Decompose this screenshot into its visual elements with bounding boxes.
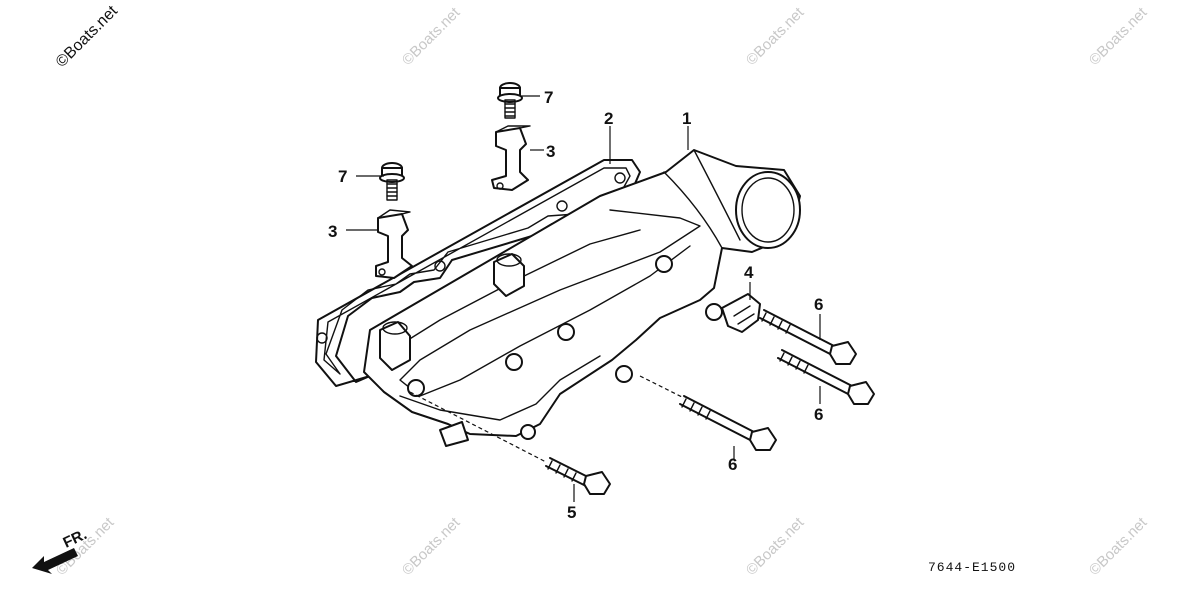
bracket-lower: [375, 209, 413, 279]
callout-6-upper: 6: [814, 295, 823, 314]
gasket: [315, 159, 641, 387]
callout-2: 2: [604, 109, 613, 128]
callout-7-upper: 7: [544, 88, 553, 107]
watermark: ©Boats.net: [743, 4, 808, 69]
manifold-cover: [363, 149, 801, 447]
leader-lines: [346, 95, 821, 502]
watermark: ©Boats.net: [743, 514, 808, 579]
callout-5: 5: [567, 503, 576, 522]
watermark: ©Boats.net: [1086, 4, 1151, 69]
watermark: ©Boats.net: [399, 4, 464, 69]
callout-4: 4: [744, 263, 754, 282]
bolt-6-right-lower: [777, 349, 875, 405]
callout-6-center: 6: [728, 455, 737, 474]
callout-3-upper: 3: [546, 142, 555, 161]
bracket-upper: [491, 125, 531, 191]
bolt-7-lower: [379, 162, 405, 201]
watermark: ©Boats.net: [399, 514, 464, 579]
bolt-6-center: [679, 395, 777, 451]
bolt-5: [545, 457, 611, 495]
watermark-corner: ©Boats.net: [53, 2, 122, 71]
bolt-7-upper: [497, 82, 523, 119]
callout-3-lower: 3: [328, 222, 337, 241]
callout-6-right: 6: [814, 405, 823, 424]
bolt-path-dashed: [409, 375, 685, 463]
watermark: ©Boats.net: [1086, 514, 1151, 579]
callout-7-lower: 7: [338, 167, 347, 186]
watermark: ©Boats.net: [53, 514, 118, 579]
diagram-code: 7644-E1500: [928, 560, 1016, 575]
callout-1: 1: [682, 109, 691, 128]
clip-4: [721, 293, 761, 333]
bolt-6-right-upper: [759, 309, 857, 365]
